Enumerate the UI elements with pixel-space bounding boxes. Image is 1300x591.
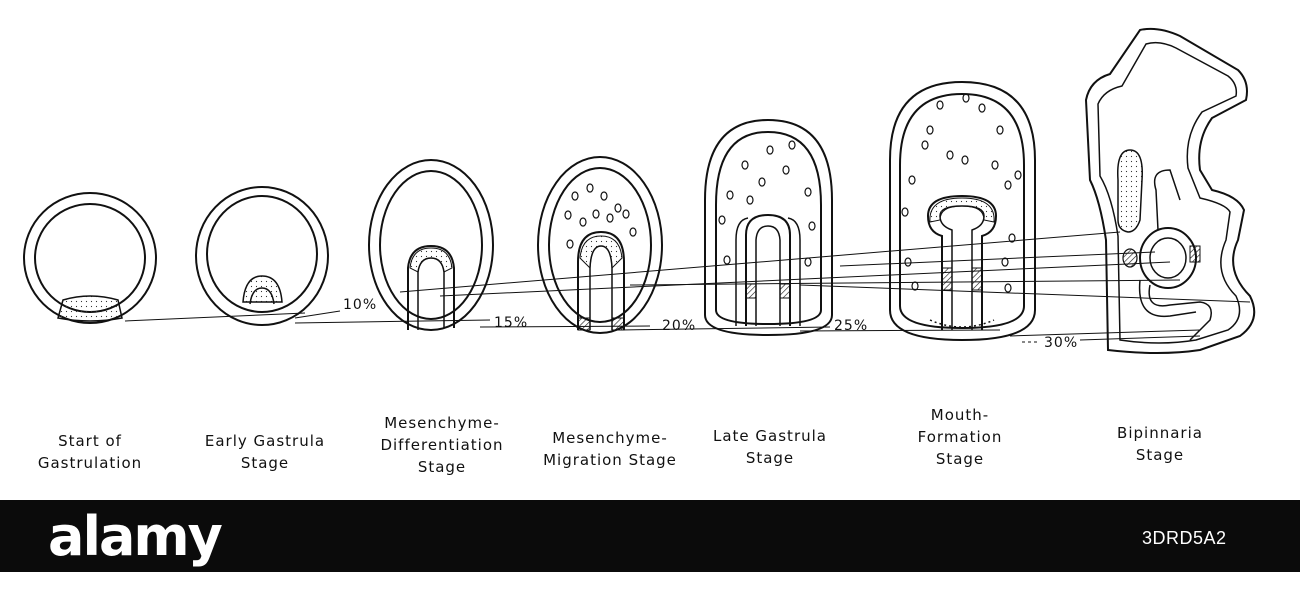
stage-label-early: Early Gastrula Stage [204, 432, 326, 472]
mesenchyme-cells [564, 183, 637, 249]
footer-bottom-strip [0, 572, 1300, 591]
stage-mouth-drawing [889, 80, 1036, 342]
mouth-cells [901, 93, 1022, 293]
embryo-development-diagram: 10% 15% 20% 25% 30% Start of Gastrulatio… [23, 27, 1256, 476]
late-cells [718, 140, 816, 267]
stage-mes-diff-drawing [368, 159, 494, 331]
stage-label-mes-diff: Mesenchyme- Differentiation Stage [380, 414, 504, 476]
stage-bipinnaria-drawing [1084, 27, 1256, 354]
percent-label-20: 20% [662, 318, 696, 334]
percent-label-30: 30% [1044, 335, 1078, 351]
stage-mes-mig-drawing [537, 156, 663, 334]
stage-label-late: Late Gastrula Stage [713, 427, 827, 467]
alamy-logo: alamy [48, 505, 223, 568]
stage-label-mes-mig: Mesenchyme- Migration Stage [543, 429, 677, 469]
diagram-canvas: 10% 15% 20% 25% 30% [23, 27, 1256, 354]
percent-label-15: 15% [494, 315, 528, 331]
stage-start-drawing [23, 192, 157, 324]
stage-label-start: Start of Gastrulation [37, 432, 143, 472]
image-id-label: 3DRD5A2 [1142, 528, 1227, 548]
stage-late-drawing [704, 118, 833, 337]
stage-label-bipinnaria: Bipinnaria Stage [1117, 424, 1203, 464]
percent-label-25: 25% [834, 318, 868, 334]
stage-early-drawing [195, 186, 329, 326]
percent-label-10: 10% [343, 297, 377, 313]
connector-lines [124, 231, 1251, 341]
stage-label-mouth: Mouth- Formation Stage [917, 406, 1003, 468]
